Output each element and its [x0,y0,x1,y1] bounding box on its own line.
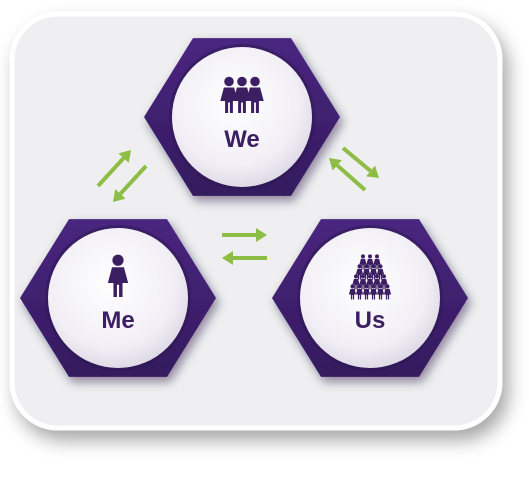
crowd-figure [362,284,371,300]
node-label-we: We [224,126,260,153]
node-us [272,219,468,377]
woman-figure [107,254,129,297]
arrow-me-to-us [222,228,267,242]
woman-icon [107,254,129,297]
three-women-icon [220,76,264,113]
crowd-figure [380,274,388,290]
circle-face-we [172,47,312,187]
circle-face-us [300,228,440,368]
node-label-us: Us [355,307,386,334]
circle-face-me [48,228,188,368]
arrow-we-to-me [113,164,148,202]
crowd-figure [369,264,378,280]
arrows-layer [96,146,379,265]
crowd-figure [383,284,392,300]
arrow-us-to-we [329,158,367,192]
crowd-figure [373,274,381,290]
woman-figure-right [246,76,264,113]
node-we [144,38,340,196]
woman-figure-left [220,76,238,113]
crowd-figure [355,284,364,300]
crowd-figure [359,254,367,270]
crowd-pyramid-icon [348,254,392,300]
crowd-figure [369,284,378,300]
node-me [20,219,216,377]
crowd-figure [359,274,367,290]
arrow-me-to-we [96,150,131,188]
crowd-figure [373,254,381,270]
node-label-me: Me [101,307,134,334]
crowd-figure [362,264,371,280]
crowd-figure [348,284,357,300]
crowd-figure [352,274,360,290]
crowd-figure [366,254,374,270]
arrow-we-to-us [341,146,379,178]
crowd-figure [376,284,385,300]
arrow-us-to-me [222,251,267,265]
woman-figure-center [233,76,251,113]
crowd-figure [376,264,385,280]
crowd-figure [366,274,374,290]
crowd-figure [355,264,364,280]
